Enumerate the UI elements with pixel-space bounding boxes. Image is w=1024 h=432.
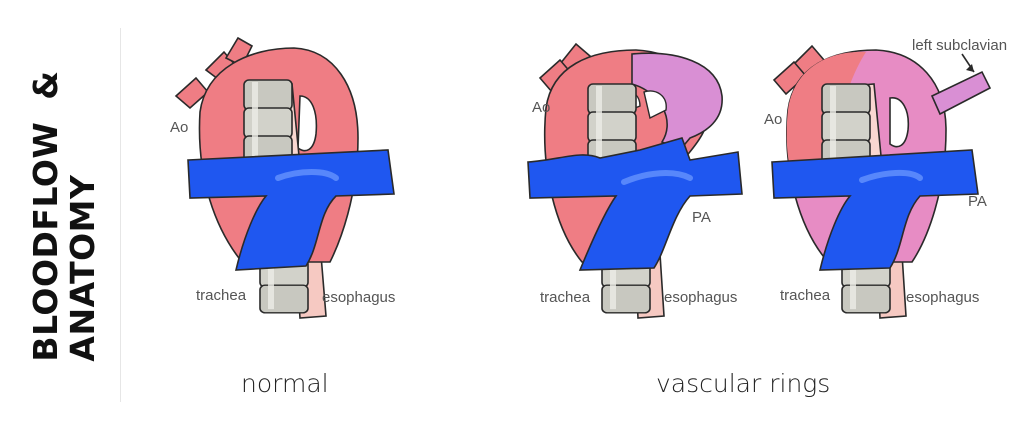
label-esophagus: esophagus xyxy=(906,289,979,306)
label-esophagus: esophagus xyxy=(322,289,395,306)
label-trachea: trachea xyxy=(780,287,831,304)
arrow-head xyxy=(966,64,974,72)
panel-normal: Ao trachea esophagus xyxy=(170,36,395,319)
trachea-shape xyxy=(243,79,293,167)
label-trachea: trachea xyxy=(196,287,247,304)
label-pa: PA xyxy=(692,209,711,226)
pulmonary-artery-shape xyxy=(527,137,743,271)
divider xyxy=(120,28,121,402)
panel-vascular-ring-1: Ao PA trachea esophagus xyxy=(527,42,743,319)
label-ao: Ao xyxy=(170,119,188,136)
label-pa: PA xyxy=(968,193,987,210)
label-ao: Ao xyxy=(764,111,782,128)
label-ao: Ao xyxy=(532,99,550,116)
label-left-subclavian: left subclavian xyxy=(912,37,1007,54)
label-trachea: trachea xyxy=(540,289,591,306)
pulmonary-artery-shape xyxy=(771,149,979,271)
panel-vascular-ring-2: left subclavian Ao PA trachea esophagus xyxy=(764,37,1007,319)
caption-vascular-rings: vascular rings xyxy=(656,369,830,398)
pulmonary-artery-shape xyxy=(187,149,395,271)
caption-normal: normal xyxy=(241,369,329,398)
left-subclavian-shape xyxy=(930,70,992,116)
label-esophagus: esophagus xyxy=(664,289,737,306)
